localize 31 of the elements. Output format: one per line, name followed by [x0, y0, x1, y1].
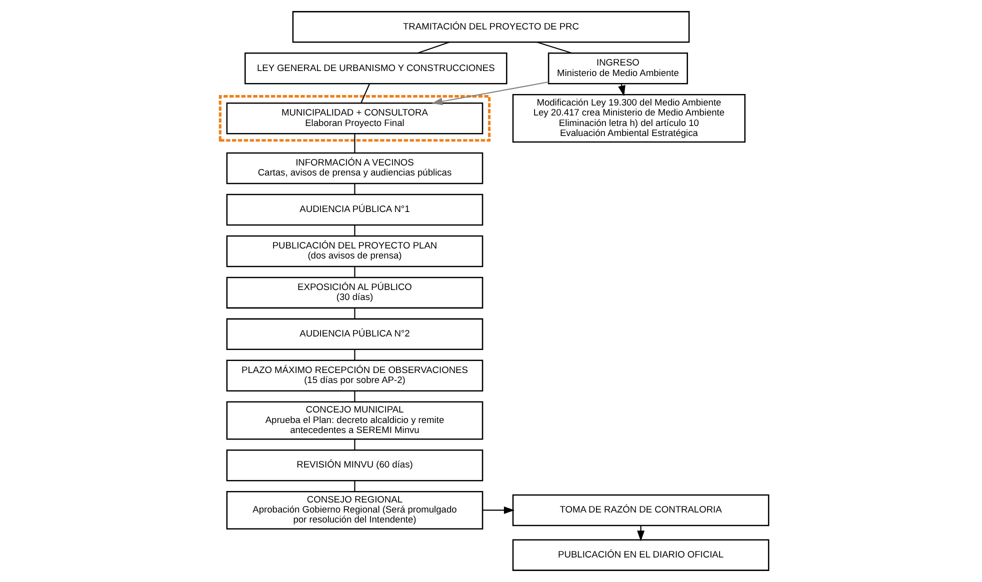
arrow: [432, 81, 549, 106]
cluster: [218, 95, 491, 142]
node-box: INFORMACIÓN A VECINOS Cartas, avisos de prensa y audiencias públicas: [226, 152, 484, 184]
node-box: AUDIENCIA PÚBLICA N°1: [226, 194, 484, 226]
node-box: INGRESO Ministerio de Medio Ambiente: [548, 52, 688, 84]
node-box: TRAMITACIÓN DEL PROYECTO DE PRC: [292, 11, 690, 43]
connector: [354, 439, 356, 450]
node-box: REVISIÓN MINVU (60 días): [226, 449, 484, 482]
connector: [354, 350, 356, 360]
node-box: TOMA DE RAZÓN DE CONTRALORIA: [512, 494, 770, 526]
node-box: PLAZO MÁXIMO RECEPCIÓN DE OBSERVACIONES (15 días por sobre AP-2): [226, 360, 484, 392]
node-box: EXPOSICIÓN AL PÚBLICO (30 días): [226, 276, 484, 309]
arrow: [482, 506, 515, 514]
node-box: LEY GENERAL DE URBANISMO Y CONSTRUCCIONES: [244, 52, 508, 84]
node-box: PUBLICACIÓN DEL PROYECTO PLAN (dos avisos de prensa): [226, 235, 484, 268]
connector: [354, 266, 356, 278]
connector: [354, 134, 356, 153]
connector: [354, 480, 356, 492]
connector: [537, 42, 572, 54]
node-box: AUDIENCIA PÚBLICA N°2: [226, 318, 484, 350]
node-box: CONCEJO MUNICIPAL Aprueba el Plan: decreto alcaldicio y remite antecedentes a SEREMI Minvu: [226, 401, 484, 440]
node-box: Modificación Ley 19.300 del Medio Ambiente Ley 20.417 crea Ministerio de Medio Ambiente Eliminación letra h) del artículo 10 Evaluación Ambiental Estratégica: [512, 94, 746, 143]
node-box: CONSEJO REGIONAL Aprobación Gobierno Regional (Será promulgado por resolución del Intendente): [226, 490, 484, 530]
connector: [354, 225, 356, 236]
connector: [360, 84, 370, 104]
connector: [354, 184, 356, 194]
connector: [354, 308, 356, 319]
node-box: MUNICIPALIDAD + CONSULTORA Elaboran Proyecto Final: [226, 102, 484, 134]
connector: [417, 42, 450, 54]
node-box: PUBLICACIÓN EN EL DIARIO OFICIAL: [512, 539, 770, 571]
connector: [354, 391, 356, 402]
